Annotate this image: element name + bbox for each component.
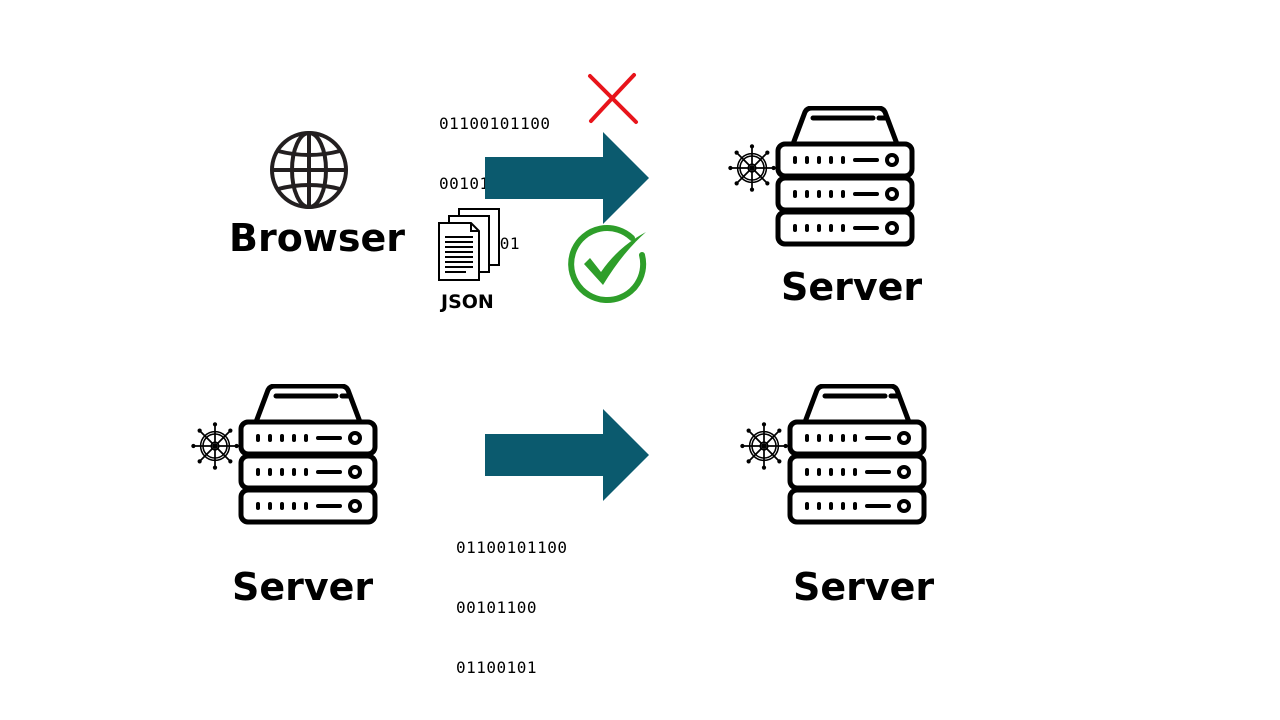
server-rack-icon (787, 384, 927, 526)
server-label-bottom-right: Server (793, 565, 935, 609)
globe-icon (270, 131, 348, 209)
document-stack-icon (438, 208, 500, 281)
binary-line: 00101100 (456, 598, 538, 617)
server-label-bottom-left: Server (232, 565, 374, 609)
server-rack-icon (775, 106, 915, 248)
ships-wheel-icon (740, 422, 788, 470)
ships-wheel-icon (728, 144, 776, 192)
arrow-bottom (485, 409, 649, 501)
ships-wheel-icon (191, 422, 239, 470)
browser-label: Browser (229, 216, 406, 260)
server-rack-icon (238, 384, 378, 526)
arrow-top (485, 132, 649, 224)
json-label: JSON (441, 291, 494, 313)
binary-data-bottom: 01100101100 00101100 01100101 (456, 498, 567, 698)
green-check-icon (568, 225, 647, 304)
red-x-icon (588, 73, 638, 124)
server-label-top: Server (781, 265, 923, 309)
binary-line: 01100101100 (439, 114, 551, 133)
binary-line: 01100101100 (456, 538, 568, 557)
binary-line: 01100101 (456, 658, 538, 677)
